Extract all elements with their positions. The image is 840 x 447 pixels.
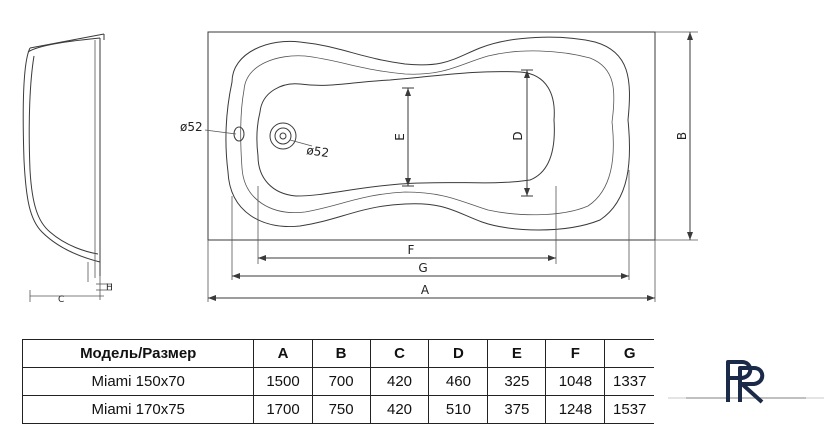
- cell-d: 460: [428, 367, 489, 396]
- dim-c-label: C: [58, 295, 64, 305]
- cell-model: Miami 150x70: [22, 367, 255, 396]
- cell-g: 1337: [604, 367, 654, 396]
- cell-g: 1537: [604, 395, 654, 424]
- cell-b: 750: [311, 395, 371, 424]
- cell-a: 1700: [253, 395, 313, 424]
- dim-b-label: B: [675, 132, 689, 140]
- table-header-row: Модель/Размер A B C D E F G: [22, 339, 654, 368]
- logo-monogram: [726, 360, 765, 404]
- brand-logo: [668, 360, 824, 404]
- header-e: E: [487, 339, 547, 368]
- table-row: Miami 170x75 1700 750 420 510 375 1248 1…: [22, 395, 654, 424]
- cell-b: 700: [311, 367, 371, 396]
- table-row: Miami 150x70 1500 700 420 460 325 1048 1…: [22, 367, 654, 396]
- cell-e: 375: [487, 395, 547, 424]
- cell-model: Miami 170x75: [22, 395, 255, 424]
- spec-table-container: Модель/Размер A B C D E F G Miami 150x70…: [22, 330, 654, 430]
- drain-diameter-label: ø52: [306, 143, 330, 160]
- dim-h-label: H: [106, 283, 113, 293]
- drain-outer: [269, 122, 297, 150]
- dim-g-label: G: [418, 261, 427, 275]
- cell-c: 420: [369, 395, 430, 424]
- header-b: B: [311, 339, 371, 368]
- cell-c: 420: [369, 367, 430, 396]
- header-f: F: [545, 339, 606, 368]
- header-g: G: [604, 339, 654, 368]
- header-c: C: [369, 339, 430, 368]
- cell-f: 1048: [545, 367, 606, 396]
- bathtub-technical-drawing: C H ø52 ø52 E: [22, 31, 698, 305]
- top-view: ø52 ø52 E D B F: [180, 31, 698, 302]
- cell-a: 1500: [253, 367, 313, 396]
- cell-e: 325: [487, 367, 547, 396]
- side-profile-view: C H: [22, 33, 113, 305]
- header-a: A: [253, 339, 313, 368]
- dim-e-label: E: [393, 133, 407, 141]
- cell-d: 510: [428, 395, 489, 424]
- dim-f-label: F: [408, 243, 415, 257]
- header-d: D: [428, 339, 489, 368]
- header-model: Модель/Размер: [22, 339, 255, 368]
- cell-f: 1248: [545, 395, 606, 424]
- spec-table: Модель/Размер A B C D E F G Miami 150x70…: [22, 339, 654, 424]
- dim-d-label: D: [511, 131, 525, 140]
- overflow-diameter-label: ø52: [180, 120, 203, 134]
- dim-a-label: A: [421, 283, 430, 297]
